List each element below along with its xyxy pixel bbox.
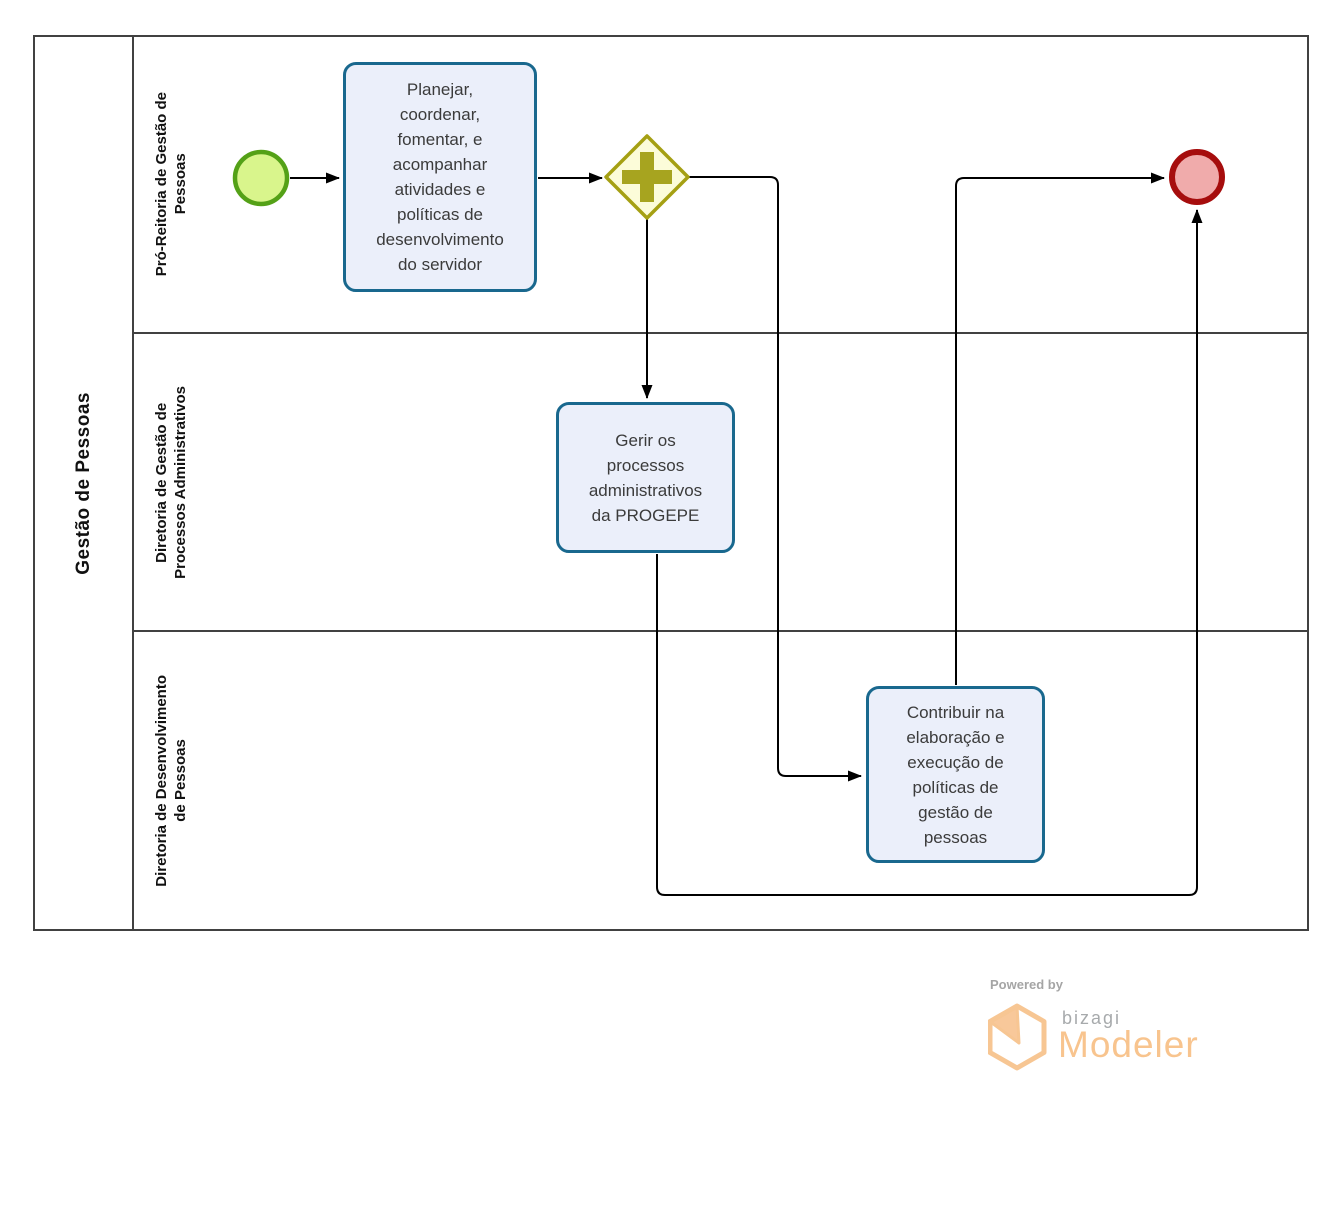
start-event[interactable] <box>232 149 290 207</box>
task-contribuir-politicas-gestao-pessoas[interactable]: Contribuir na elaboração e execução de p… <box>866 686 1045 863</box>
powered-by-text: Powered by <box>990 977 1063 992</box>
task-3-label: Contribuir na elaboração e execução de p… <box>906 702 1005 847</box>
lane-diretoria-de-desenvolvimento-de-pessoas: Diretoria de Desenvolvimento de Pessoas <box>132 630 1307 929</box>
task-1-label: Planejar, coordenar, fomentar, e acompan… <box>376 80 504 274</box>
modeler-wordmark: Modeler <box>1058 1024 1199 1065</box>
end-event[interactable] <box>1169 149 1225 205</box>
bizagi-modeler-logo: Powered by bizagi Modeler <box>988 975 1248 1085</box>
flow-task3-to-end <box>955 172 1165 685</box>
flow-task2-to-end <box>656 209 1203 896</box>
bizagi-wordmark: bizagi <box>1062 1008 1122 1028</box>
task-planejar-coordenar-fomentar[interactable]: Planejar, coordenar, fomentar, e acompan… <box>343 62 537 292</box>
gateway-plus-icon <box>622 152 672 202</box>
lane-diretoria-de-gestao-de-processos-administrativos: Diretoria de Gestão de Processos Adminis… <box>132 332 1307 630</box>
task-2-label: Gerir os processos administrativos da PR… <box>588 430 703 525</box>
bizagi-hexagon-icon <box>988 1003 1047 1071</box>
pool-label-band: Gestão de Pessoas <box>35 37 134 929</box>
flow-gateway-to-task3 <box>689 176 862 782</box>
task-gerir-processos-administrativos[interactable]: Gerir os processos administrativos da PR… <box>556 402 735 553</box>
